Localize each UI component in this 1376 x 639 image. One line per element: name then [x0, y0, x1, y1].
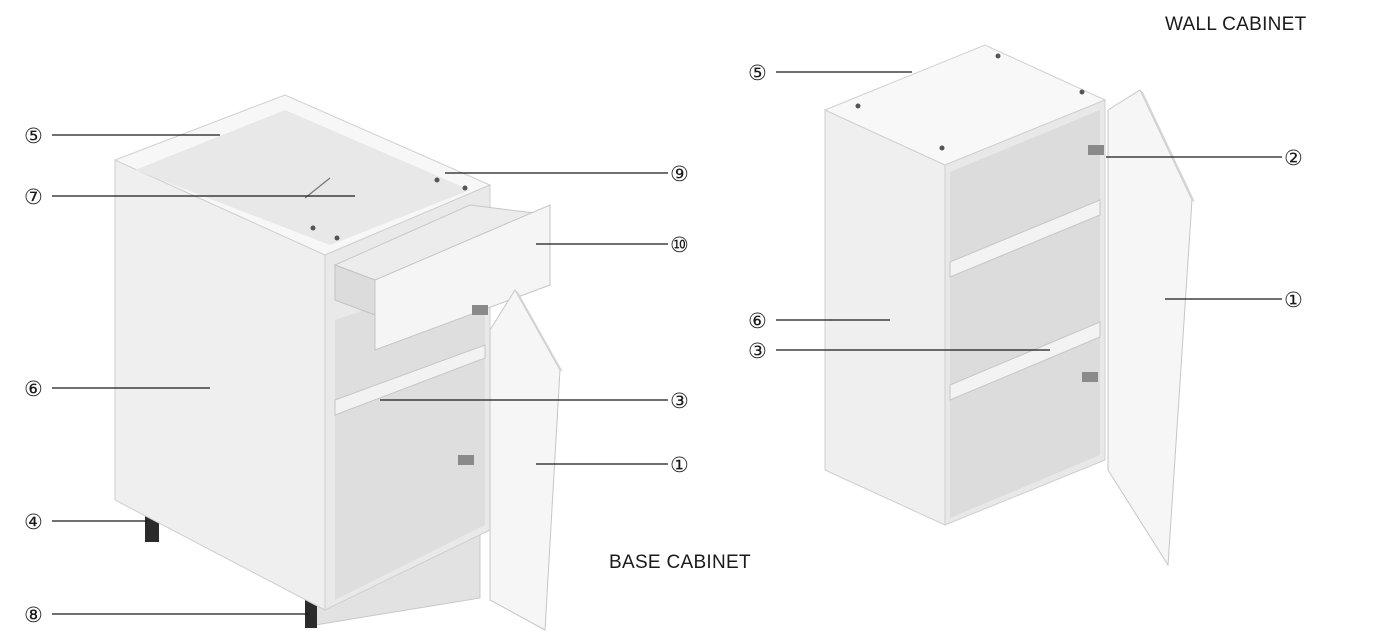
callout-base-6: ⑥ — [24, 377, 43, 401]
base-shelf — [334, 344, 486, 416]
callout-base-7: ⑦ — [24, 185, 43, 209]
base-interior — [135, 110, 470, 245]
wall-door-edge — [1140, 90, 1195, 202]
wall-top-hole — [1079, 89, 1085, 95]
wall-shelf-upper — [949, 199, 1101, 278]
wall-top-hole — [939, 145, 945, 151]
base-top-hole — [434, 177, 440, 183]
callout-wall-2: ② — [1284, 146, 1303, 170]
callout-base-3: ③ — [670, 389, 689, 413]
base-top-hole — [334, 235, 340, 241]
callout-wall-3: ③ — [748, 339, 767, 363]
base-callouts: ⑤ ⑦ ⑨ ⑩ ⑥ ③ ① ④ ⑧ — [24, 124, 689, 627]
wall-hinge-bottom — [1082, 372, 1098, 382]
base-door-edge — [515, 290, 563, 372]
callout-base-8: ⑧ — [24, 603, 43, 627]
callout-base-1: ① — [670, 453, 689, 477]
callout-wall-6: ⑥ — [748, 309, 767, 333]
wall-cabinet-caption: WALL CABINET — [1165, 14, 1307, 35]
base-top-hole — [462, 185, 468, 191]
base-rail — [304, 177, 331, 199]
base-compartment — [335, 270, 485, 600]
callout-base-9: ⑨ — [670, 162, 689, 186]
base-cabinet-caption: BASE CABINET — [609, 552, 751, 573]
wall-shelf-lower — [949, 321, 1101, 401]
base-cabinet-illustration — [113, 94, 563, 631]
base-hinge-bottom — [458, 455, 474, 465]
wall-interior — [950, 110, 1100, 518]
wall-top-hole — [855, 103, 861, 109]
wall-hinge-top — [1088, 145, 1104, 155]
callout-wall-5: ⑤ — [748, 61, 767, 85]
base-top-hole — [310, 225, 316, 231]
callout-base-10: ⑩ — [670, 233, 689, 257]
wall-cabinet-illustration — [823, 44, 1195, 567]
callout-base-4: ④ — [24, 510, 43, 534]
base-leg-rear — [305, 598, 317, 628]
wall-side-panel — [824, 109, 946, 526]
wall-callouts: ⑤ ② ① ⑥ ③ — [748, 61, 1303, 363]
wall-door — [1107, 89, 1193, 567]
base-hinge-top — [472, 305, 488, 315]
callout-base-5: ⑤ — [24, 124, 43, 148]
base-door — [489, 289, 561, 631]
callout-wall-1: ① — [1284, 288, 1303, 312]
wall-top-hole — [995, 53, 1001, 59]
base-drawer-front — [374, 204, 551, 351]
